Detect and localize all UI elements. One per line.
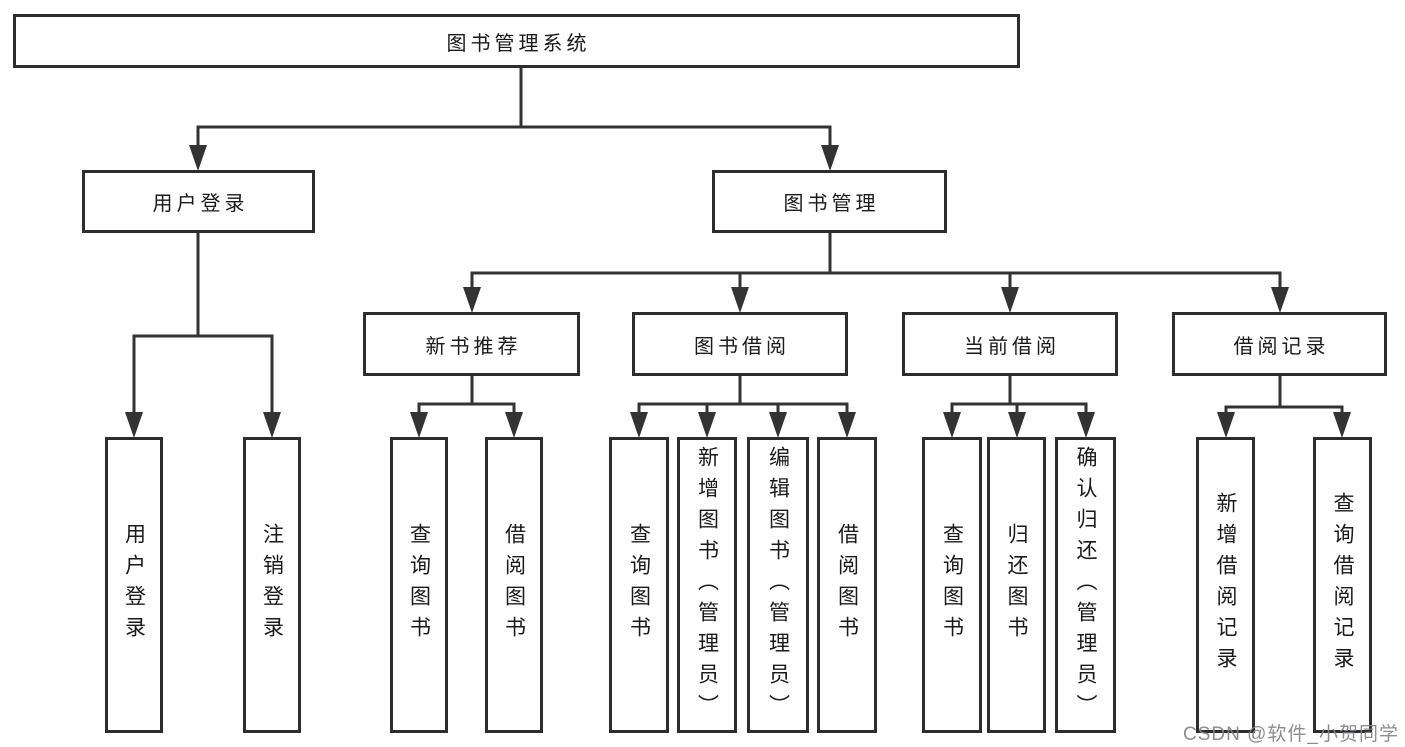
csdn-watermark: CSDN @软件_小贺同学 — [1183, 724, 1399, 745]
leaf-label: 新增图书（管理员） — [695, 445, 719, 725]
leaf-label: 归还图书 — [1005, 523, 1029, 647]
leaf-borrow-books-borrowing: 借阅图书 — [817, 437, 877, 733]
leaf-edit-books-admin: 编辑图书（管理员） — [747, 437, 809, 733]
leaf-borrow-books-recommendation: 借阅图书 — [485, 437, 543, 733]
leaf-label: 新增借阅记录 — [1214, 492, 1238, 678]
leaf-add-borrowing-record: 新增借阅记录 — [1196, 437, 1255, 733]
node-new-book-recommendation: 新书推荐 — [363, 312, 580, 376]
node-borrowing-records: 借阅记录 — [1172, 312, 1387, 376]
node-book-borrowing: 图书借阅 — [632, 312, 848, 376]
leaf-label: 编辑图书（管理员） — [766, 445, 790, 725]
leaf-label: 查询图书 — [407, 523, 431, 647]
leaf-label: 查询图书 — [940, 523, 964, 647]
node-book-management: 图书管理 — [712, 170, 947, 233]
leaf-return-books: 归还图书 — [987, 437, 1046, 733]
leaf-query-books-borrowing: 查询图书 — [609, 437, 669, 733]
leaf-user-login: 用户登录 — [105, 437, 163, 733]
node-root-library-system: 图书管理系统 — [13, 14, 1020, 68]
leaf-label: 确认归还（管理员） — [1074, 445, 1098, 725]
node-user-login: 用户登录 — [82, 170, 315, 233]
leaf-label: 查询借阅记录 — [1331, 492, 1355, 678]
leaf-query-books-current: 查询图书 — [922, 437, 982, 733]
leaf-label: 借阅图书 — [502, 523, 526, 647]
leaf-label: 注销登录 — [260, 523, 284, 647]
leaf-add-books-admin: 新增图书（管理员） — [677, 437, 737, 733]
node-current-borrowing: 当前借阅 — [902, 312, 1118, 376]
leaf-query-books-recommendation: 查询图书 — [390, 437, 448, 733]
leaf-logout: 注销登录 — [243, 437, 301, 733]
leaf-confirm-return-admin: 确认归还（管理员） — [1055, 437, 1116, 733]
leaf-label: 借阅图书 — [835, 523, 859, 647]
leaf-label: 用户登录 — [122, 523, 146, 647]
leaf-label: 查询图书 — [627, 523, 651, 647]
leaf-query-borrowing-record: 查询借阅记录 — [1313, 437, 1372, 733]
